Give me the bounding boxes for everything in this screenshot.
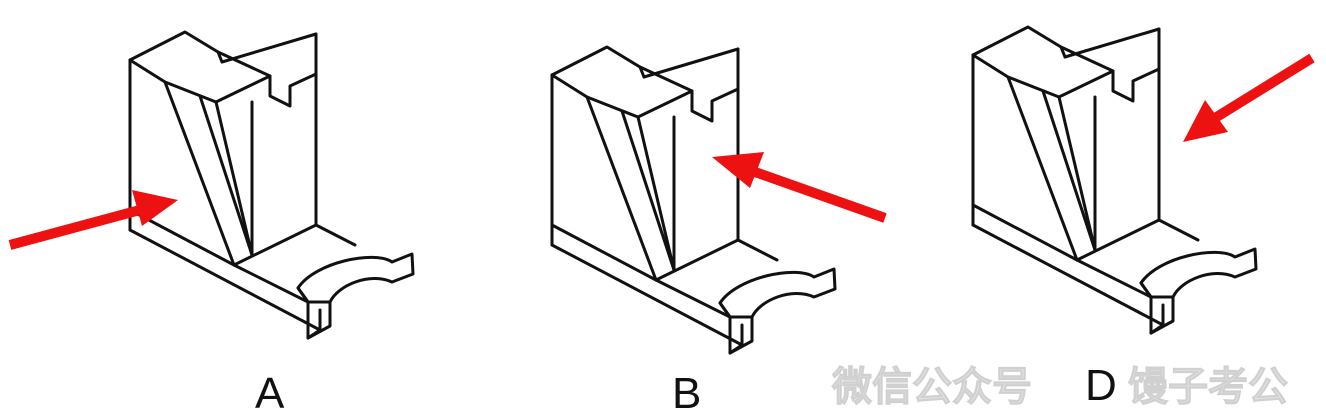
bracket-drawing-d bbox=[971, 25, 1258, 335]
arrow-shaft-a bbox=[8, 205, 142, 250]
watermark-suffix: 馒子考公 bbox=[1128, 364, 1288, 410]
arrow-d bbox=[1183, 53, 1315, 142]
arrow-b bbox=[712, 152, 887, 223]
arrow-shaft-d bbox=[1212, 53, 1315, 123]
watermark-text: 微信公众号 bbox=[831, 364, 1032, 410]
arrow-head-b bbox=[712, 152, 764, 188]
arrow-shaft-b bbox=[753, 167, 887, 223]
figure-b: B bbox=[550, 45, 887, 418]
figure-label-b: B bbox=[672, 369, 701, 418]
figure-a: A bbox=[8, 30, 415, 418]
arrow-a bbox=[8, 190, 178, 250]
arrow-head-d bbox=[1183, 100, 1228, 142]
figure-label-a: A bbox=[255, 369, 285, 418]
figure-d bbox=[971, 25, 1315, 335]
watermark-prefix: 微信公众号 bbox=[831, 364, 1032, 410]
figure-label-d: D bbox=[1085, 361, 1117, 410]
bracket-drawing-b bbox=[550, 45, 837, 355]
bracket-drawing-a bbox=[128, 30, 415, 340]
arrow-head-a bbox=[132, 190, 178, 226]
